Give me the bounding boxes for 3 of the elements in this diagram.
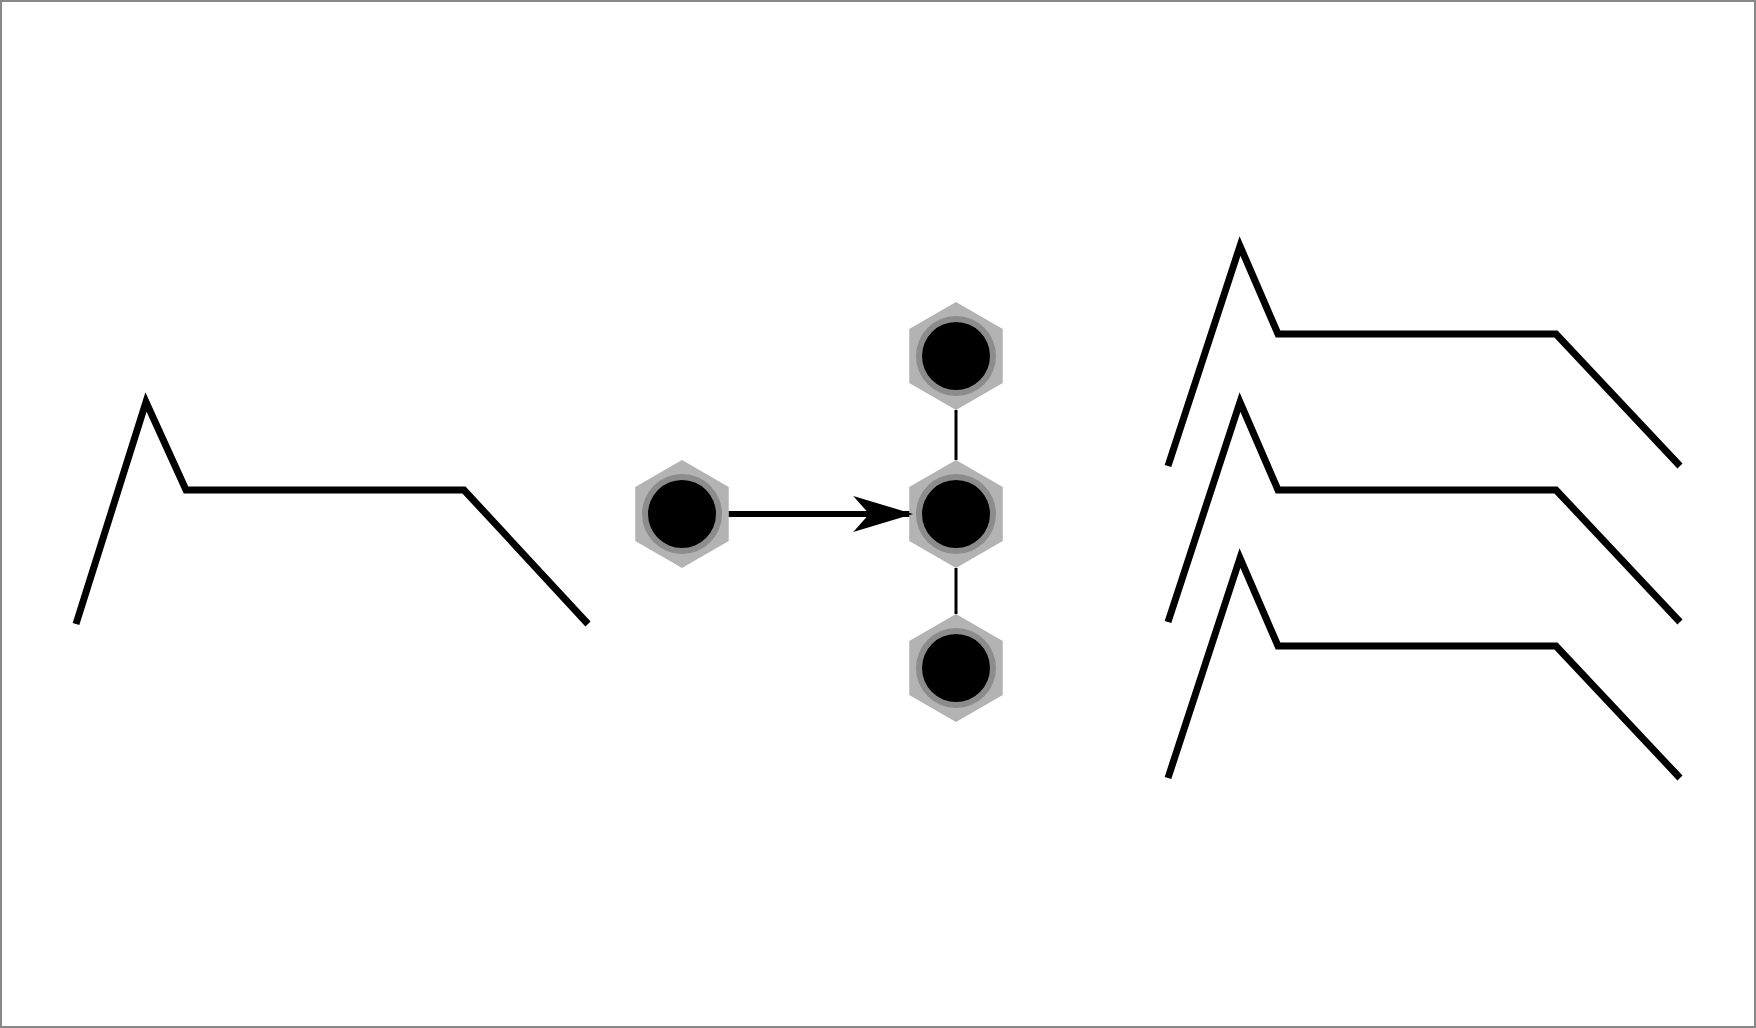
connector-line [954, 568, 958, 614]
arrow [728, 496, 914, 532]
connector-line [954, 410, 958, 460]
